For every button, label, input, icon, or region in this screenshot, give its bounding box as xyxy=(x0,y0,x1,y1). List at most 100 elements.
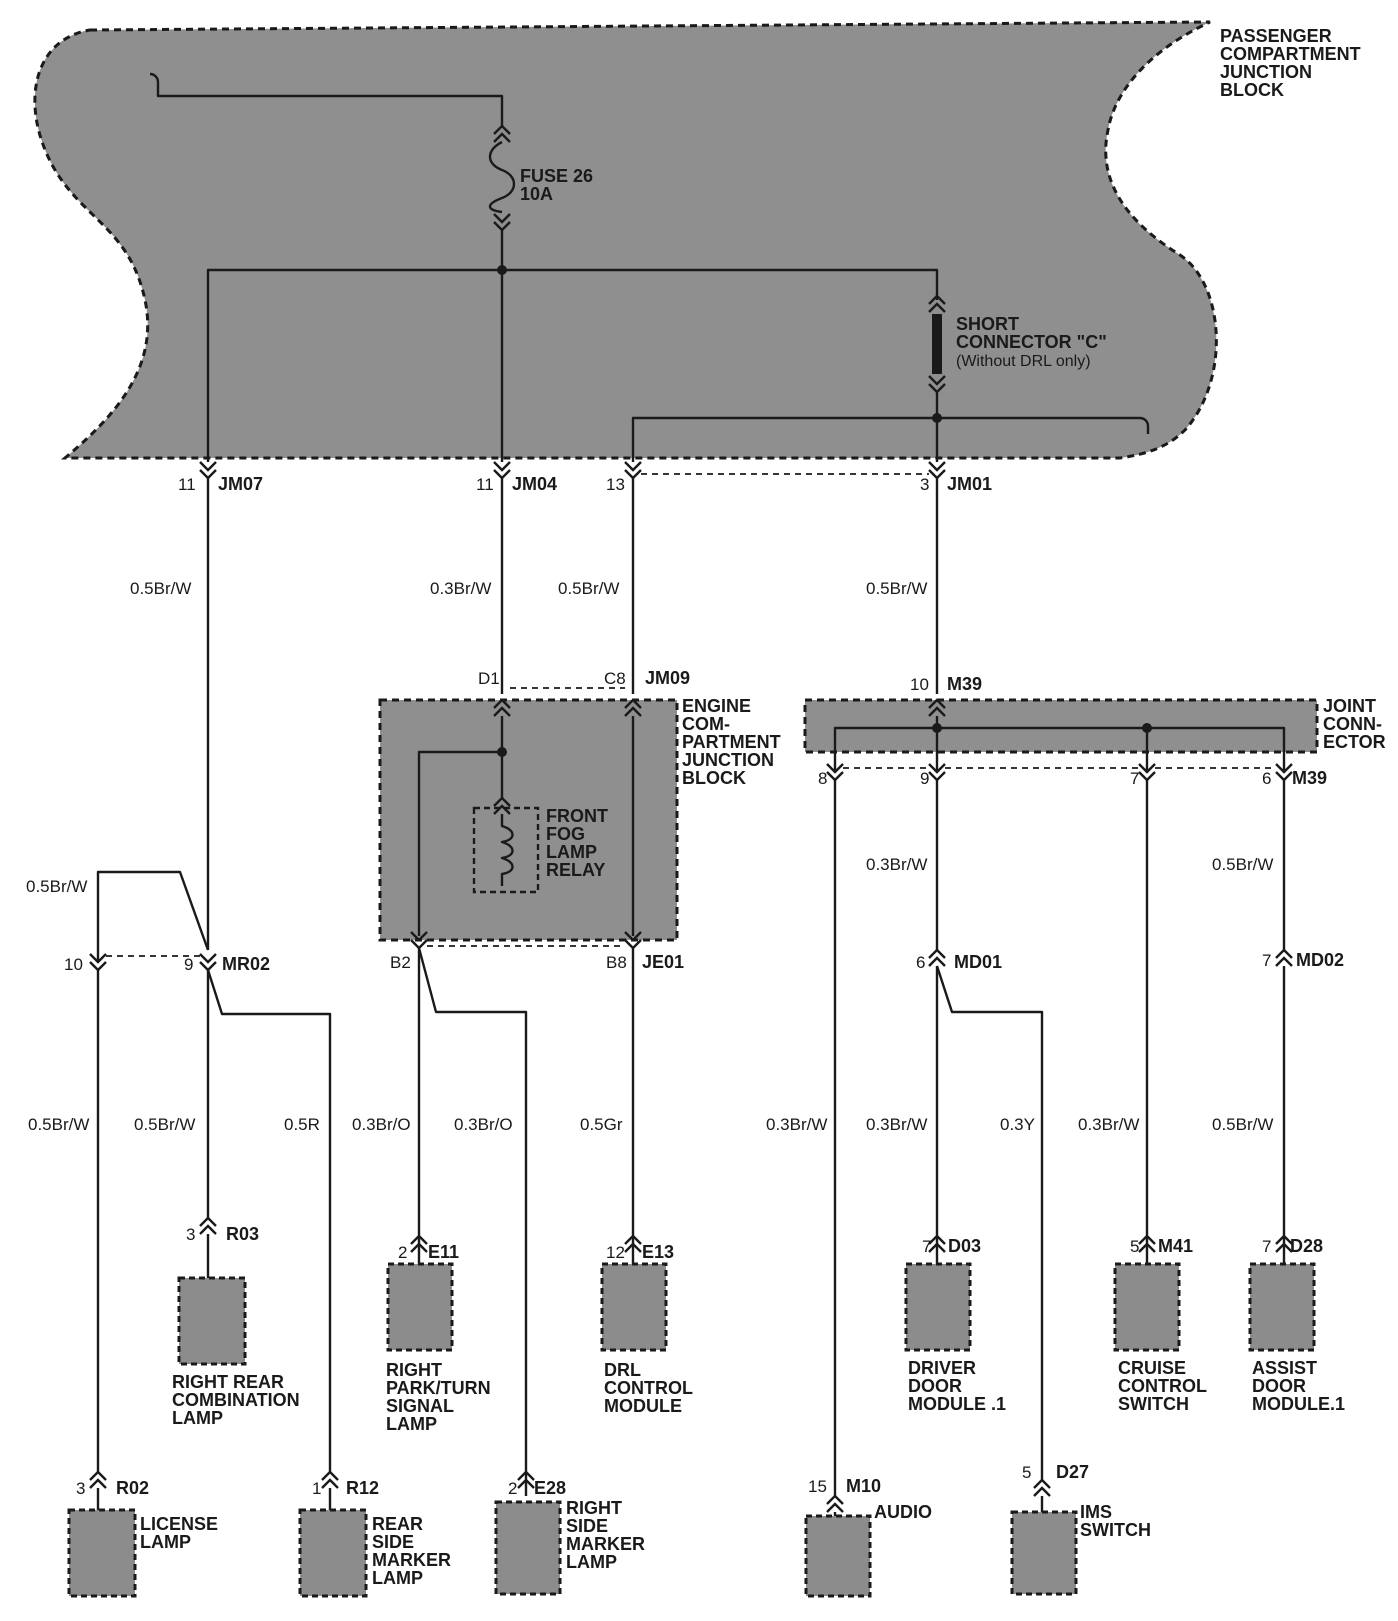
md01-connector: MD01 xyxy=(954,952,1002,972)
block-title-line: JUNCTION xyxy=(682,750,774,770)
jm01-pin: 3 xyxy=(920,475,929,494)
component-label-line: DOOR xyxy=(908,1376,962,1396)
splice-dot xyxy=(497,747,507,757)
wire-size-label: 0.5Br/W xyxy=(1212,855,1273,874)
component-label-line: MARKER xyxy=(372,1550,451,1570)
block-title-line: ENGINE xyxy=(682,696,751,716)
component-label-line: PARK/TURN xyxy=(386,1378,491,1398)
block-title-line: JOINT xyxy=(1323,696,1376,716)
component-label-line: RIGHT xyxy=(566,1498,622,1518)
component-label-line: DRL xyxy=(604,1360,641,1380)
component-label-line: LAMP xyxy=(140,1532,191,1552)
md02-pin: 7 xyxy=(1262,951,1271,970)
block-title-line: PASSENGER xyxy=(1220,26,1332,46)
splice-dot xyxy=(932,723,942,733)
wire-size-label: 0.3Br/O xyxy=(454,1115,513,1134)
component-label-line: LAMP xyxy=(386,1414,437,1434)
block-title-line: ECTOR xyxy=(1323,732,1386,752)
jm04-pin-13: 13 xyxy=(606,475,625,494)
wire-size-label: 0.5Br/W xyxy=(866,579,927,598)
jm04-connector: JM04 xyxy=(512,474,557,494)
m39-pin: 9 xyxy=(920,769,929,788)
component-label-line: SIGNAL xyxy=(386,1396,454,1416)
r02-pin: 3 xyxy=(76,1479,85,1498)
component-label-line: RIGHT xyxy=(386,1360,442,1380)
component-label-line: LAMP xyxy=(372,1568,423,1588)
right-side-marker-lamp xyxy=(494,1500,562,1596)
r02-connector: R02 xyxy=(116,1478,149,1498)
r12-connector: R12 xyxy=(346,1478,379,1498)
right-section xyxy=(833,780,1293,1496)
jm09-pin-c8: C8 xyxy=(604,669,626,688)
component-label-line: CONTROL xyxy=(604,1378,693,1398)
wire-size-label: 0.5Br/W xyxy=(26,877,87,896)
component-label-line: CRUISE xyxy=(1118,1358,1186,1378)
component-label-line: DOOR xyxy=(1252,1376,1306,1396)
je01-connector: JE01 xyxy=(642,952,684,972)
relay-coil-icon xyxy=(500,814,514,886)
short-connector-c xyxy=(932,314,942,374)
jm07-pin: 11 xyxy=(178,475,196,494)
component-label-line: RIGHT REAR xyxy=(172,1372,284,1392)
r12-pin: 1 xyxy=(312,1479,321,1498)
fuse-rating: 10A xyxy=(520,184,553,204)
jm09-pin-d1: D1 xyxy=(478,669,500,688)
m39-pin: 8 xyxy=(818,769,827,788)
component-connector-chevrons xyxy=(410,1234,1293,1489)
passenger-compartment-junction-block: PASSENGER COMPARTMENT JUNCTION BLOCK xyxy=(33,20,1361,460)
drl-control-module xyxy=(600,1262,668,1352)
right-park-turn-signal-lamp xyxy=(386,1262,454,1352)
e28-connector: E28 xyxy=(534,1478,566,1498)
wire-size-label: 0.5R xyxy=(284,1115,320,1134)
wire-size-label: 0.3Br/W xyxy=(1078,1115,1139,1134)
passenger-block-wiring xyxy=(149,72,1150,462)
block-title-line: PARTMENT xyxy=(682,732,781,752)
relay-title-line: RELAY xyxy=(546,860,605,880)
m39-connector: M39 xyxy=(1292,768,1327,788)
wire-size-label: 0.3Br/W xyxy=(766,1115,827,1134)
component-label-line: SWITCH xyxy=(1118,1394,1189,1414)
assist-door-module xyxy=(1248,1262,1316,1352)
front-fog-lamp-relay xyxy=(472,806,540,894)
m39-connector: M39 xyxy=(947,674,982,694)
relay-title-line: LAMP xyxy=(546,842,597,862)
component-label-line: SWITCH xyxy=(1080,1520,1151,1540)
block-title-line: CONN- xyxy=(1323,714,1382,734)
short-connector-name: CONNECTOR "C" xyxy=(956,332,1107,352)
wire-size-label: 0.3Br/O xyxy=(352,1115,411,1134)
jm01-connector: JM01 xyxy=(947,474,992,494)
fuse-symbol xyxy=(488,140,516,214)
je01-pin-b8: B8 xyxy=(606,953,627,972)
block-title-line: COMPARTMENT xyxy=(1220,44,1361,64)
je01-pin-b2: B2 xyxy=(390,953,411,972)
component-label-line: LAMP xyxy=(566,1552,617,1572)
ims-switch xyxy=(1010,1510,1078,1596)
short-connector-title: SHORT xyxy=(956,314,1019,334)
audio-unit xyxy=(804,1514,872,1598)
e11-connector: E11 xyxy=(428,1242,459,1262)
block-title-line: JUNCTION xyxy=(1220,62,1312,82)
component-label-line: AUDIO xyxy=(874,1502,932,1522)
component-label-line: CONTROL xyxy=(1118,1376,1207,1396)
relay-title-line: FOG xyxy=(546,824,585,844)
block-title-line: BLOCK xyxy=(1220,80,1284,100)
jm09-connector: JM09 xyxy=(645,668,690,688)
mr02-section xyxy=(89,870,332,1472)
mr02-pin-9: 9 xyxy=(184,955,193,974)
fuse-label: FUSE 26 xyxy=(520,166,593,186)
passenger-block-connectors xyxy=(199,461,946,480)
block-title-line: BLOCK xyxy=(682,768,746,788)
component-label-line: SIDE xyxy=(566,1516,608,1536)
license-lamp xyxy=(67,1508,137,1598)
splice-dot xyxy=(932,413,942,423)
jm04-pin: 11 xyxy=(476,475,494,494)
block-title-line: COM- xyxy=(682,714,730,734)
splice-dot xyxy=(497,265,507,275)
d27-pin: 5 xyxy=(1022,1463,1031,1482)
relay-title-line: FRONT xyxy=(546,806,608,826)
m41-connector: M41 xyxy=(1158,1236,1193,1256)
m10-pin: 15 xyxy=(808,1477,827,1496)
d28-pin: 7 xyxy=(1262,1237,1271,1256)
component-label-line: LAMP xyxy=(172,1408,223,1428)
